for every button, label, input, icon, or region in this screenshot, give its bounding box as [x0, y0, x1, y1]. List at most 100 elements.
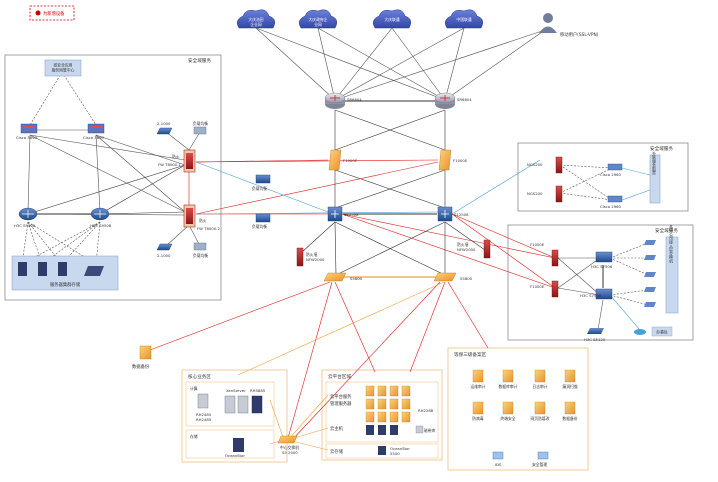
rb-sw2[interactable]: H3C S7506 — [580, 288, 613, 300]
security-item-3[interactable]: 日志审计 — [532, 369, 548, 389]
cloud-label-1: 中国联通 — [456, 17, 471, 22]
storage-panel: 服务器集群存储 — [11, 255, 119, 291]
rt-cisco2[interactable]: Cisco 2960 — [600, 195, 623, 209]
core-server3-label: RH2485 — [196, 417, 212, 422]
cloud-host-icon — [365, 411, 375, 423]
core-firewall-label: F1000E — [453, 158, 468, 163]
core-router-1[interactable]: SR6604 — [324, 92, 362, 109]
security-item-5[interactable]: 防病毒 — [472, 401, 484, 421]
switch-icon — [607, 163, 623, 171]
security-item-label: 漏洞扫描 — [562, 384, 577, 389]
load-balancer-icon — [255, 213, 271, 223]
security-item-6[interactable]: 终端安全 — [500, 401, 516, 421]
ids-label: IDS — [495, 462, 502, 467]
fw-bottom-tag: 防火 — [199, 218, 207, 223]
rt-fw2[interactable]: NGS200 — [527, 185, 563, 203]
security-items: 运维审计数据库审计日志审计漏洞扫描防病毒终端安全 网页防篡改数据备份 — [470, 369, 578, 421]
security-item-7[interactable]: 网页防篡改 — [531, 401, 550, 421]
fw-top[interactable]: 防火 FW T8000-1 — [158, 149, 196, 173]
switch-icon — [595, 251, 613, 263]
remote-user[interactable]: 移动用户(SSL-VPN) — [539, 13, 599, 38]
cisco-left[interactable]: Cisco 3690 — [16, 123, 38, 140]
mid-switch[interactable]: 中心交换机 S5 2000 — [277, 435, 299, 455]
rb-fw2[interactable]: F1000E — [530, 280, 559, 298]
switch-icon — [156, 127, 173, 135]
h3c-right[interactable]: H3C S9508 — [90, 207, 112, 228]
mid-lb-top-label: 负载均衡 — [252, 186, 267, 191]
cloud-host-icon — [389, 385, 399, 397]
firewall-icon — [296, 247, 304, 267]
security-item-4[interactable]: 漏洞扫描 — [562, 369, 578, 389]
cloud-host-rack-icon — [378, 425, 386, 435]
core-zone-title: 核心业务区 — [188, 373, 211, 380]
rt-fw1[interactable]: NGS200 — [527, 156, 563, 174]
cloud-label-2: 企业网 — [250, 22, 262, 27]
cloud-host-icon — [365, 385, 375, 397]
cloud-storage-box2-label: 5500 — [390, 451, 400, 456]
switch-icon — [595, 288, 613, 300]
mid-switch-label-1: 中心交换机 — [280, 445, 299, 450]
distribution-right[interactable]: S5800 — [433, 272, 473, 282]
router-icon — [87, 123, 105, 134]
cisco-right[interactable]: Cisco 3690 — [83, 123, 105, 140]
nfw-right[interactable]: 防火墙 NFW2000 — [457, 239, 491, 259]
core-switch-2[interactable]: S12508 — [437, 206, 469, 222]
small-top-left[interactable]: 2-1000 — [156, 121, 173, 135]
firewall-icon — [483, 239, 491, 259]
security-item-label: 终端安全 — [500, 416, 515, 421]
rb-fw1[interactable]: F1000E — [530, 242, 559, 267]
ids-icon — [492, 451, 504, 460]
fw-top-tag: 防火 — [172, 154, 180, 159]
rb-fw1-label: F1000E — [530, 242, 545, 247]
mid-lb-bottom[interactable]: 负载均衡 — [252, 213, 271, 229]
small-bottom-left[interactable]: 2-1000 — [156, 243, 173, 258]
fw-bottom[interactable]: 防火 FW T8000-2 — [183, 204, 220, 231]
security-zone-title: 等保三级备案区 — [454, 351, 487, 358]
core-firewall-1[interactable]: F1000E — [328, 149, 358, 171]
core-routers: SR6604 SR6604 — [324, 92, 472, 109]
small-bottom-right[interactable]: 负载均衡 — [193, 242, 208, 258]
rt-cisco1[interactable]: Cisco 2960 — [600, 163, 623, 177]
right-bottom-zone-title: 安全域服务 — [655, 227, 678, 234]
firewall-icon — [438, 149, 452, 171]
backup-server-icon — [139, 345, 152, 360]
h3c-left-label: H3C S9508 — [14, 223, 36, 228]
h3c-left[interactable]: H3C S9508 — [14, 207, 38, 228]
core-firewall-2[interactable]: F1000E — [438, 149, 468, 171]
rb-sw1[interactable]: H3C S7506 — [591, 251, 613, 269]
nfw-right-label-1: 防火墙 — [457, 242, 469, 247]
distribution-left[interactable]: S5800 — [323, 272, 363, 282]
nfw-left[interactable]: 防火墙 NFW2000 — [296, 247, 325, 267]
cloud-4: 中国联通 — [444, 9, 484, 29]
mid-lb-top[interactable]: 负载均衡 — [252, 174, 271, 191]
rt-cisco1-label: Cisco 2960 — [600, 172, 622, 177]
core-switch-1[interactable]: S12508 — [327, 206, 359, 222]
rb-bottom-switch[interactable]: H3C S5120 — [584, 328, 606, 342]
cloud-host-icon — [365, 398, 375, 410]
remote-user-label: 移动用户(SSL-VPN) — [560, 31, 599, 38]
small-top-left-label: 2-1000 — [157, 121, 171, 126]
small-top-right[interactable]: 负载均衡 — [193, 121, 208, 135]
data-backup[interactable]: 数据备份 — [132, 345, 152, 370]
security-device-icon — [564, 401, 576, 415]
core-server2-label: RH5885 — [250, 388, 266, 393]
rb-terminal[interactable]: 办事处 — [634, 326, 673, 337]
small-top-right-label: 负载均衡 — [193, 121, 208, 126]
load-balancer-icon — [255, 174, 271, 184]
rt-fw2-label: NGS200 — [527, 191, 543, 196]
core-router-2[interactable]: SR6604 — [434, 92, 472, 109]
server-icon — [224, 395, 236, 414]
access-switch-icon — [644, 272, 656, 277]
rb-access-switches — [644, 240, 656, 307]
ids-device[interactable]: IDS — [492, 451, 504, 467]
cloud-label-1: 大庆政府企 — [309, 17, 328, 22]
right-top-zone-title: 安全域服务 — [650, 145, 673, 152]
cloud-line1: 云平台服务 — [330, 393, 352, 400]
sec-mgmt-device[interactable]: 安全管理 — [532, 451, 549, 467]
security-item-2[interactable]: 数据库审计 — [499, 369, 518, 389]
left-zone-title: 安全域服务 — [188, 57, 211, 64]
security-item-8[interactable]: 数据备份 — [562, 401, 578, 421]
security-item-1[interactable]: 运维审计 — [470, 369, 486, 389]
rb-fw2-label: F1000E — [530, 284, 545, 289]
firewall-icon — [551, 249, 559, 267]
